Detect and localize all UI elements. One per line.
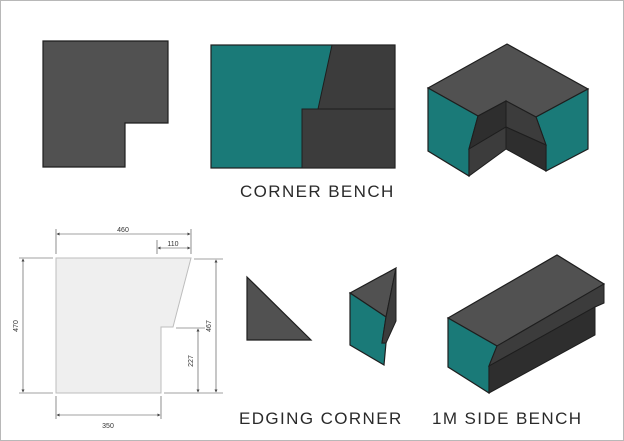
dimension-label-467: 467	[206, 320, 213, 332]
side-bench-iso-base	[488, 306, 596, 394]
corner-bench-front-lower-block	[301, 108, 396, 169]
dimension-label-470: 470	[13, 320, 20, 332]
corner-bench-front-view	[210, 44, 396, 169]
edging-corner-isometric-view	[348, 266, 397, 366]
corner-bench-iso-base-right	[505, 126, 547, 172]
corner-bench-caption: CORNER BENCH	[240, 182, 395, 201]
side-bench-isometric-view	[446, 254, 606, 395]
corner-bench-isometric-view	[426, 43, 590, 178]
edging-corner-iso-side	[381, 267, 397, 344]
edging-corner-caption: EDGING CORNER	[239, 409, 403, 428]
edging-corner-plan-view	[246, 275, 313, 341]
dimension-label-227: 227	[188, 355, 195, 367]
corner-bench-front-upper-block	[317, 44, 396, 110]
side-bench-iso-overhang	[488, 283, 605, 368]
dimension-label-350: 350	[102, 423, 114, 430]
corner-bench-plan-view	[42, 40, 169, 168]
edging-template-shape	[55, 257, 192, 394]
dimension-label-110: 110	[167, 241, 178, 248]
dimension-label-460: 460	[117, 227, 129, 234]
side-bench-caption: 1M SIDE BENCH	[432, 409, 583, 428]
edging-template-drawing: 460 110 470 467 227 350	[13, 227, 223, 430]
